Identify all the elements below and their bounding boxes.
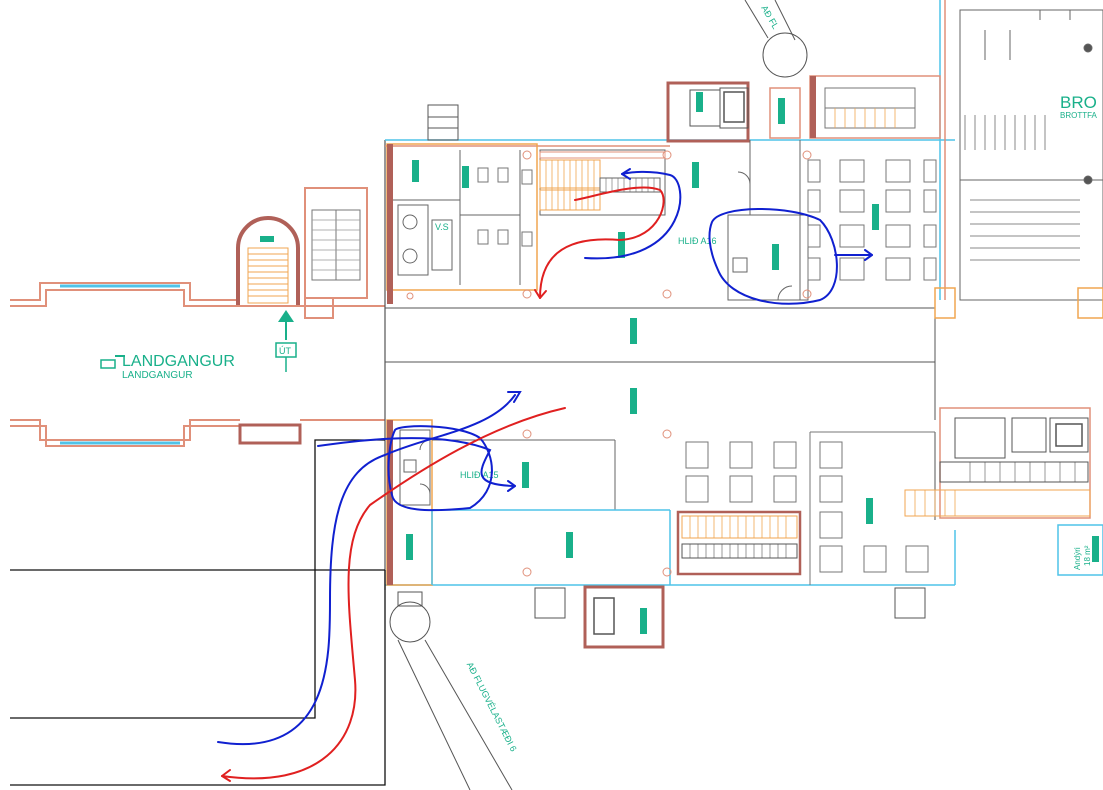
landgangur-subtitle: LANDGANGUR [122,370,193,381]
toilet-stalls [477,167,533,247]
area-label: Andýri [1073,547,1082,570]
corridor-northeast [744,0,808,78]
gate-a16-room [727,140,809,301]
seating-south [685,431,935,585]
small-room-south [238,423,302,445]
landgangur-walls [10,282,385,447]
gate-a16-label: HLIÐ A16 [678,236,717,246]
escalator-south [676,510,802,576]
apron-lines [10,439,386,786]
stair-tower-west [304,187,368,319]
departures-hall [959,9,1103,301]
room-tags [406,92,1099,634]
gate-a15-block [386,419,671,586]
corridor-sw-label: AÐ FLUGVÉLASTÆÐI 6 [465,660,519,753]
red-route [221,186,665,782]
core-north [427,75,941,143]
core-south [534,585,926,649]
blue-route [217,168,873,745]
escalator-north [539,149,666,216]
gate-a15-label: HLIÐ A15 [460,470,499,480]
corridor-southwest [389,591,513,790]
arched-stair-room [236,216,300,305]
exit-label: ÚT [279,346,291,356]
seating-north [807,159,937,281]
landgangur-icon [100,355,125,369]
column-markers [406,150,812,577]
exit-sign [275,310,297,372]
landgangur-glass [60,284,180,445]
area-size-label: 18 m² [1083,545,1092,566]
core-southeast [904,407,1103,576]
corridor-ne-label: AÐ FL [759,4,780,31]
toilet-block-north [386,143,538,304]
departures-title: BRO [1060,93,1097,112]
vs-label: V.S [435,222,449,232]
departures-corner-walls [934,287,1103,319]
departures-subtitle: BROTTFA [1060,111,1098,120]
landgangur-title: LANDGANGUR [122,353,235,370]
